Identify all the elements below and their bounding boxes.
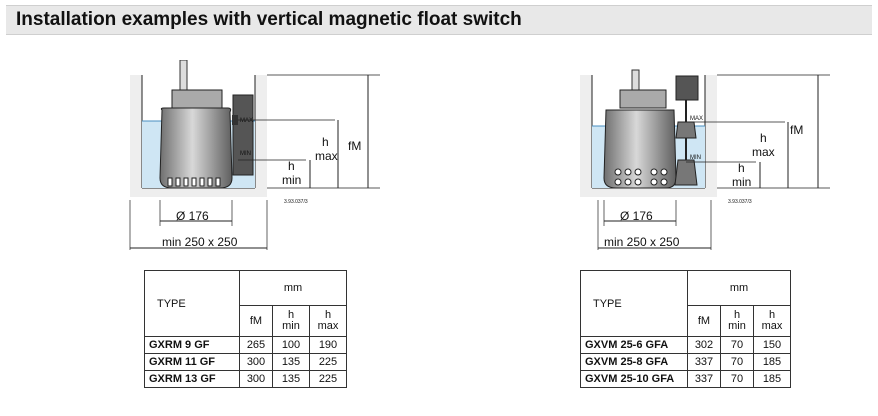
- section-title-bar: Installation examples with vertical magn…: [6, 5, 872, 35]
- diameter-label: Ø 176: [176, 209, 209, 223]
- table-row: GXRM 9 GF 265 100 190: [144, 336, 347, 354]
- section-title: Installation examples with vertical magn…: [16, 9, 522, 30]
- pump-head: [171, 89, 223, 111]
- right-installation-diagram: MAX MIN h min h max fM 3.93.037/3 Ø 176 …: [580, 69, 830, 250]
- float-switch-head: [675, 75, 699, 101]
- table-row: GXRM 13 GF 300 135 225: [144, 370, 347, 388]
- fm-label: fM: [790, 123, 803, 137]
- left-installation-diagram: MAX MIN h min h max fM 3.93.037/3 Ø 176 …: [129, 60, 380, 250]
- float-min-label: MIN: [240, 151, 251, 157]
- drawing-code: 3.93.037/3: [728, 199, 752, 205]
- table-row: GXRM 11 GF 300 135 225: [144, 353, 347, 371]
- table-row: GXVM 25-8 GFA 337 70 185: [580, 353, 791, 371]
- pit-wall-right: [705, 75, 717, 197]
- max-label: max: [315, 149, 338, 163]
- pit-floor: [130, 188, 267, 197]
- diameter-label: Ø 176: [620, 209, 653, 223]
- pump-body: [603, 109, 677, 189]
- pump-head: [619, 89, 667, 109]
- unit-header: mm: [687, 270, 791, 306]
- type-header: TYPE: [144, 270, 240, 337]
- h-label-min: h: [738, 161, 745, 175]
- pit-wall-right: [255, 75, 267, 197]
- pump-inlet-holes: [167, 177, 221, 187]
- pump-inlet-holes: [614, 168, 668, 186]
- h-label-max: h: [322, 135, 329, 149]
- h-label-max: h: [760, 131, 767, 145]
- h-label-min: h: [288, 159, 295, 173]
- pit-wall-left: [580, 75, 592, 197]
- float-max-label: MAX: [690, 116, 703, 122]
- table-row: GXVM 25-10 GFA 337 70 185: [580, 370, 791, 388]
- pit-wall-left: [130, 75, 142, 197]
- float-max-label: MAX: [240, 118, 253, 124]
- float-upper: [675, 121, 697, 139]
- drawing-code: 3.93.037/3: [284, 199, 308, 205]
- pit-size-label: min 250 x 250: [604, 235, 680, 249]
- col-fm: fM: [687, 305, 721, 337]
- type-header: TYPE: [580, 270, 688, 337]
- fm-label: fM: [348, 139, 361, 153]
- col-fm: fM: [239, 305, 273, 337]
- float-lower: [674, 159, 698, 186]
- float-switch: [232, 94, 254, 176]
- max-label: max: [752, 145, 775, 159]
- unit-header: mm: [239, 270, 347, 306]
- pit-floor: [580, 188, 717, 197]
- table-row: GXVM 25-6 GFA 302 70 150: [580, 336, 791, 354]
- min-label: min: [732, 175, 751, 189]
- pump-body: [159, 107, 233, 189]
- float-min-label: MIN: [690, 155, 701, 161]
- min-label: min: [282, 173, 301, 187]
- pit-size-label: min 250 x 250: [162, 235, 238, 249]
